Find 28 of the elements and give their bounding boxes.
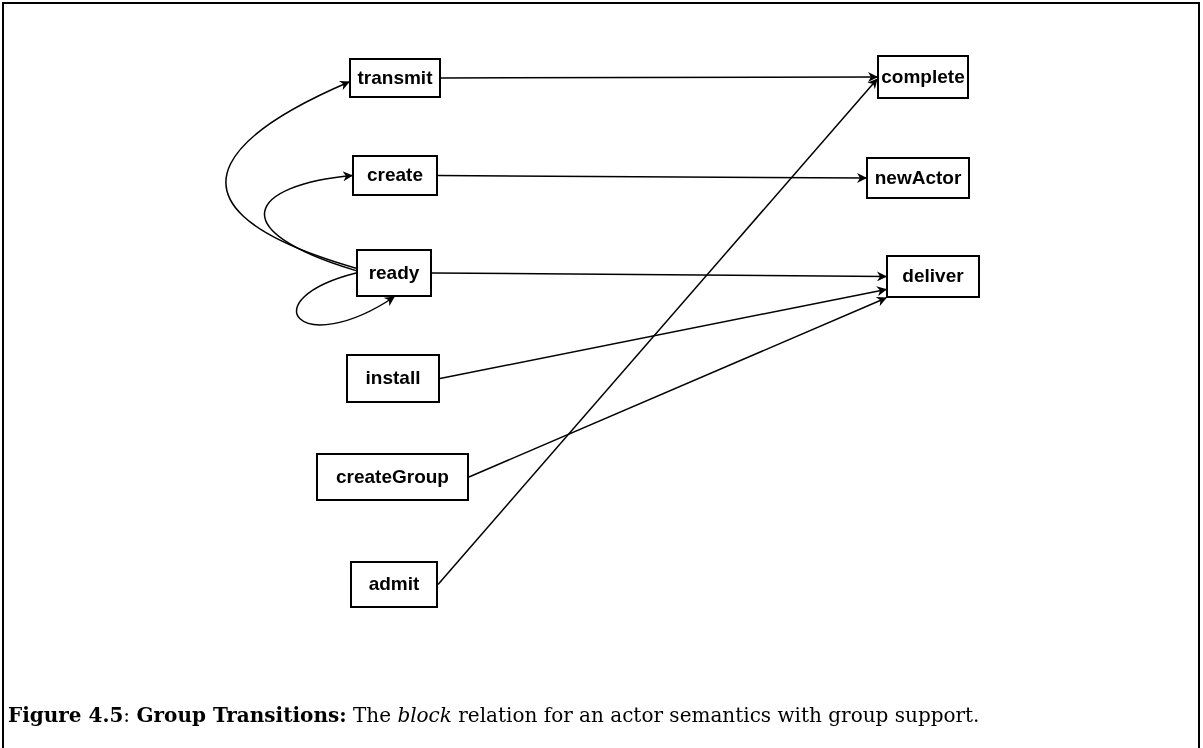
figure-caption: Figure 4.5: Group Transitions: The block relation for an actor semantics with group support. [8,702,981,728]
state-label: createGroup [336,464,449,489]
state-label: create [367,163,423,188]
state-box [352,155,438,196]
state-box [346,354,440,403]
state-label: complete [881,64,965,89]
arrow [225,81,357,269]
arrow [437,78,878,586]
state-box [866,157,970,199]
arrow [468,296,887,478]
state-label: ready [368,260,420,285]
state-label: transmit [357,65,433,90]
arrow [439,286,887,380]
arrow [264,171,357,272]
state-box [349,58,441,98]
arrow [431,271,887,282]
state-label: newActor [874,165,962,190]
state-label: admit [368,572,420,597]
state-box [316,453,469,501]
arrow [437,172,867,183]
state-label: install [365,366,421,391]
arrow [295,272,395,326]
state-label: deliver [902,264,964,289]
state-box [356,249,432,297]
state-box [886,255,980,298]
state-box [877,55,969,99]
arrow [440,72,878,82]
state-box [350,561,438,608]
